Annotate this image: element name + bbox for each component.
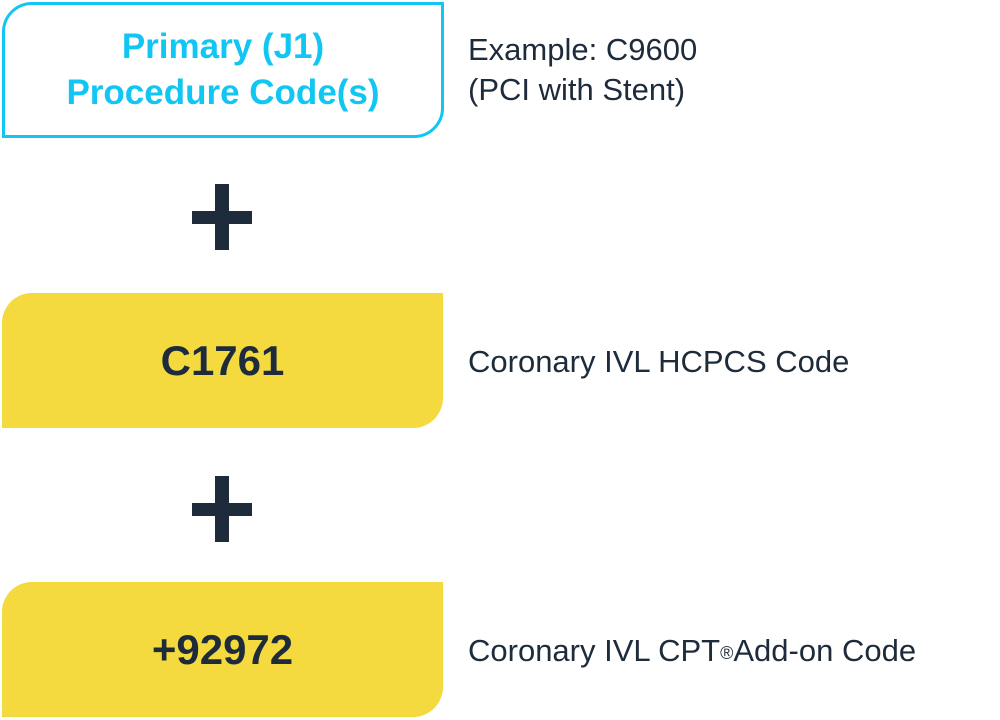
hcpcs-code-box: C1761 (2, 293, 443, 428)
hcpcs-description: Coronary IVL HCPCS Code (468, 344, 850, 379)
cpt-desc-text: Coronary IVL CPT (468, 633, 721, 668)
primary-label-line2: Procedure Code(s) (66, 73, 380, 112)
registered-mark: ® (720, 643, 734, 663)
plus-icon (192, 476, 252, 542)
cpt-code-box: +92972 (2, 582, 443, 717)
cpt-code: +92972 (151, 625, 294, 673)
hcpcs-code: C1761 (160, 336, 285, 384)
primary-label-line1: Primary (J1) (121, 27, 325, 66)
primary-example-detail: (PCI with Stent) (468, 72, 686, 107)
plus-icon (192, 184, 252, 250)
primary-example: Example: C9600 (468, 32, 698, 67)
cpt-description: Coronary IVL CPT®Add-on Code (468, 631, 916, 671)
primary-description: Example: C9600 (PCI with Stent) (468, 30, 697, 110)
cpt-desc-suffix: Add-on Code (733, 633, 917, 668)
primary-procedure-code-box: Primary (J1) Procedure Code(s) (2, 2, 444, 138)
